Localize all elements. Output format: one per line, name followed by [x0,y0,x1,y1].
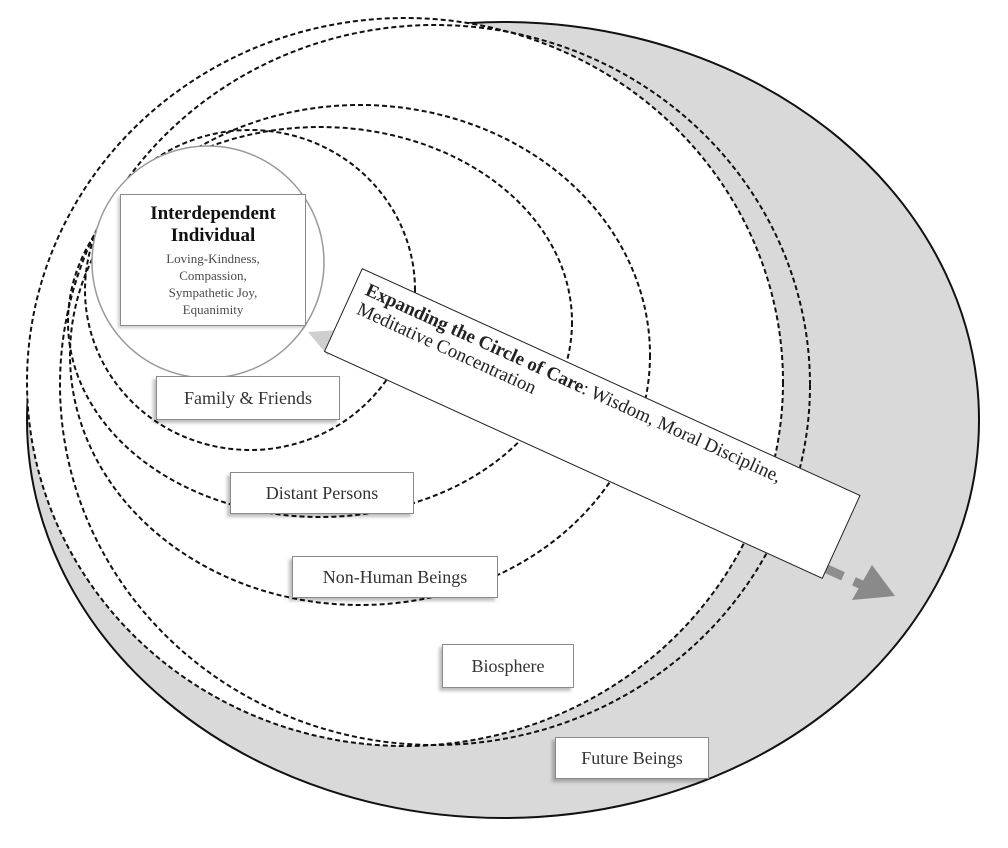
quality-item: Sympathetic Joy, [168,285,258,300]
individual-title: Interdependent Individual [121,203,305,247]
individual-qualities: Loving-Kindness, Compassion, Sympathetic… [121,250,305,318]
label-biosphere: Biosphere [442,644,574,688]
quality-item: Equanimity [182,302,244,317]
quality-item: Loving-Kindness, [166,251,260,266]
label-future-beings: Future Beings [555,737,709,779]
ring-family-friends [84,129,416,451]
individual-box: Interdependent Individual Loving-Kindnes… [120,194,306,326]
label-distant-persons: Distant Persons [230,472,414,514]
individual-title-line2: Individual [170,225,256,246]
ring-future-beings-inner [59,24,811,746]
label-non-human-beings: Non-Human Beings [292,556,498,598]
label-family-friends: Family & Friends [156,376,340,420]
ring-distant-persons [67,126,573,518]
individual-title-line1: Interdependent [150,203,276,224]
ring-non-human-beings [69,104,651,606]
expansion-arrow-head-right [852,565,895,600]
quality-item: Compassion, [179,268,247,283]
